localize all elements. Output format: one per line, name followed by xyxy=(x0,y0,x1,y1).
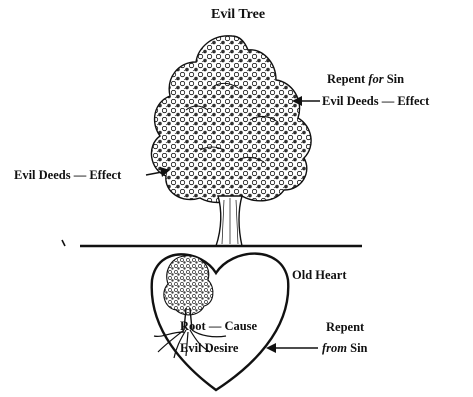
label-repent-for-sin: Repent for Sin xyxy=(327,73,404,86)
label-repent-from-sin-line2: from Sin xyxy=(322,342,368,355)
for-word: for xyxy=(368,72,383,86)
label-old-heart: Old Heart xyxy=(292,269,347,282)
arrow-repent-from-sin xyxy=(266,343,318,353)
tree-trunk xyxy=(216,196,242,246)
label-root-cause: Root — Cause xyxy=(180,320,257,333)
label-evil-desire: Evil Desire xyxy=(180,342,238,355)
label-evil-deeds-right: Evil Deeds — Effect xyxy=(322,95,429,108)
label-repent-from-sin-line1: Repent xyxy=(326,321,364,334)
sin-word-2: Sin xyxy=(350,341,367,355)
repent-word: Repent xyxy=(327,72,365,86)
sin-word: Sin xyxy=(387,72,404,86)
from-word: from xyxy=(322,341,347,355)
tree-canopy xyxy=(151,36,311,203)
label-evil-deeds-left: Evil Deeds — Effect xyxy=(14,169,121,182)
diagram-title: Evil Tree xyxy=(211,8,265,22)
